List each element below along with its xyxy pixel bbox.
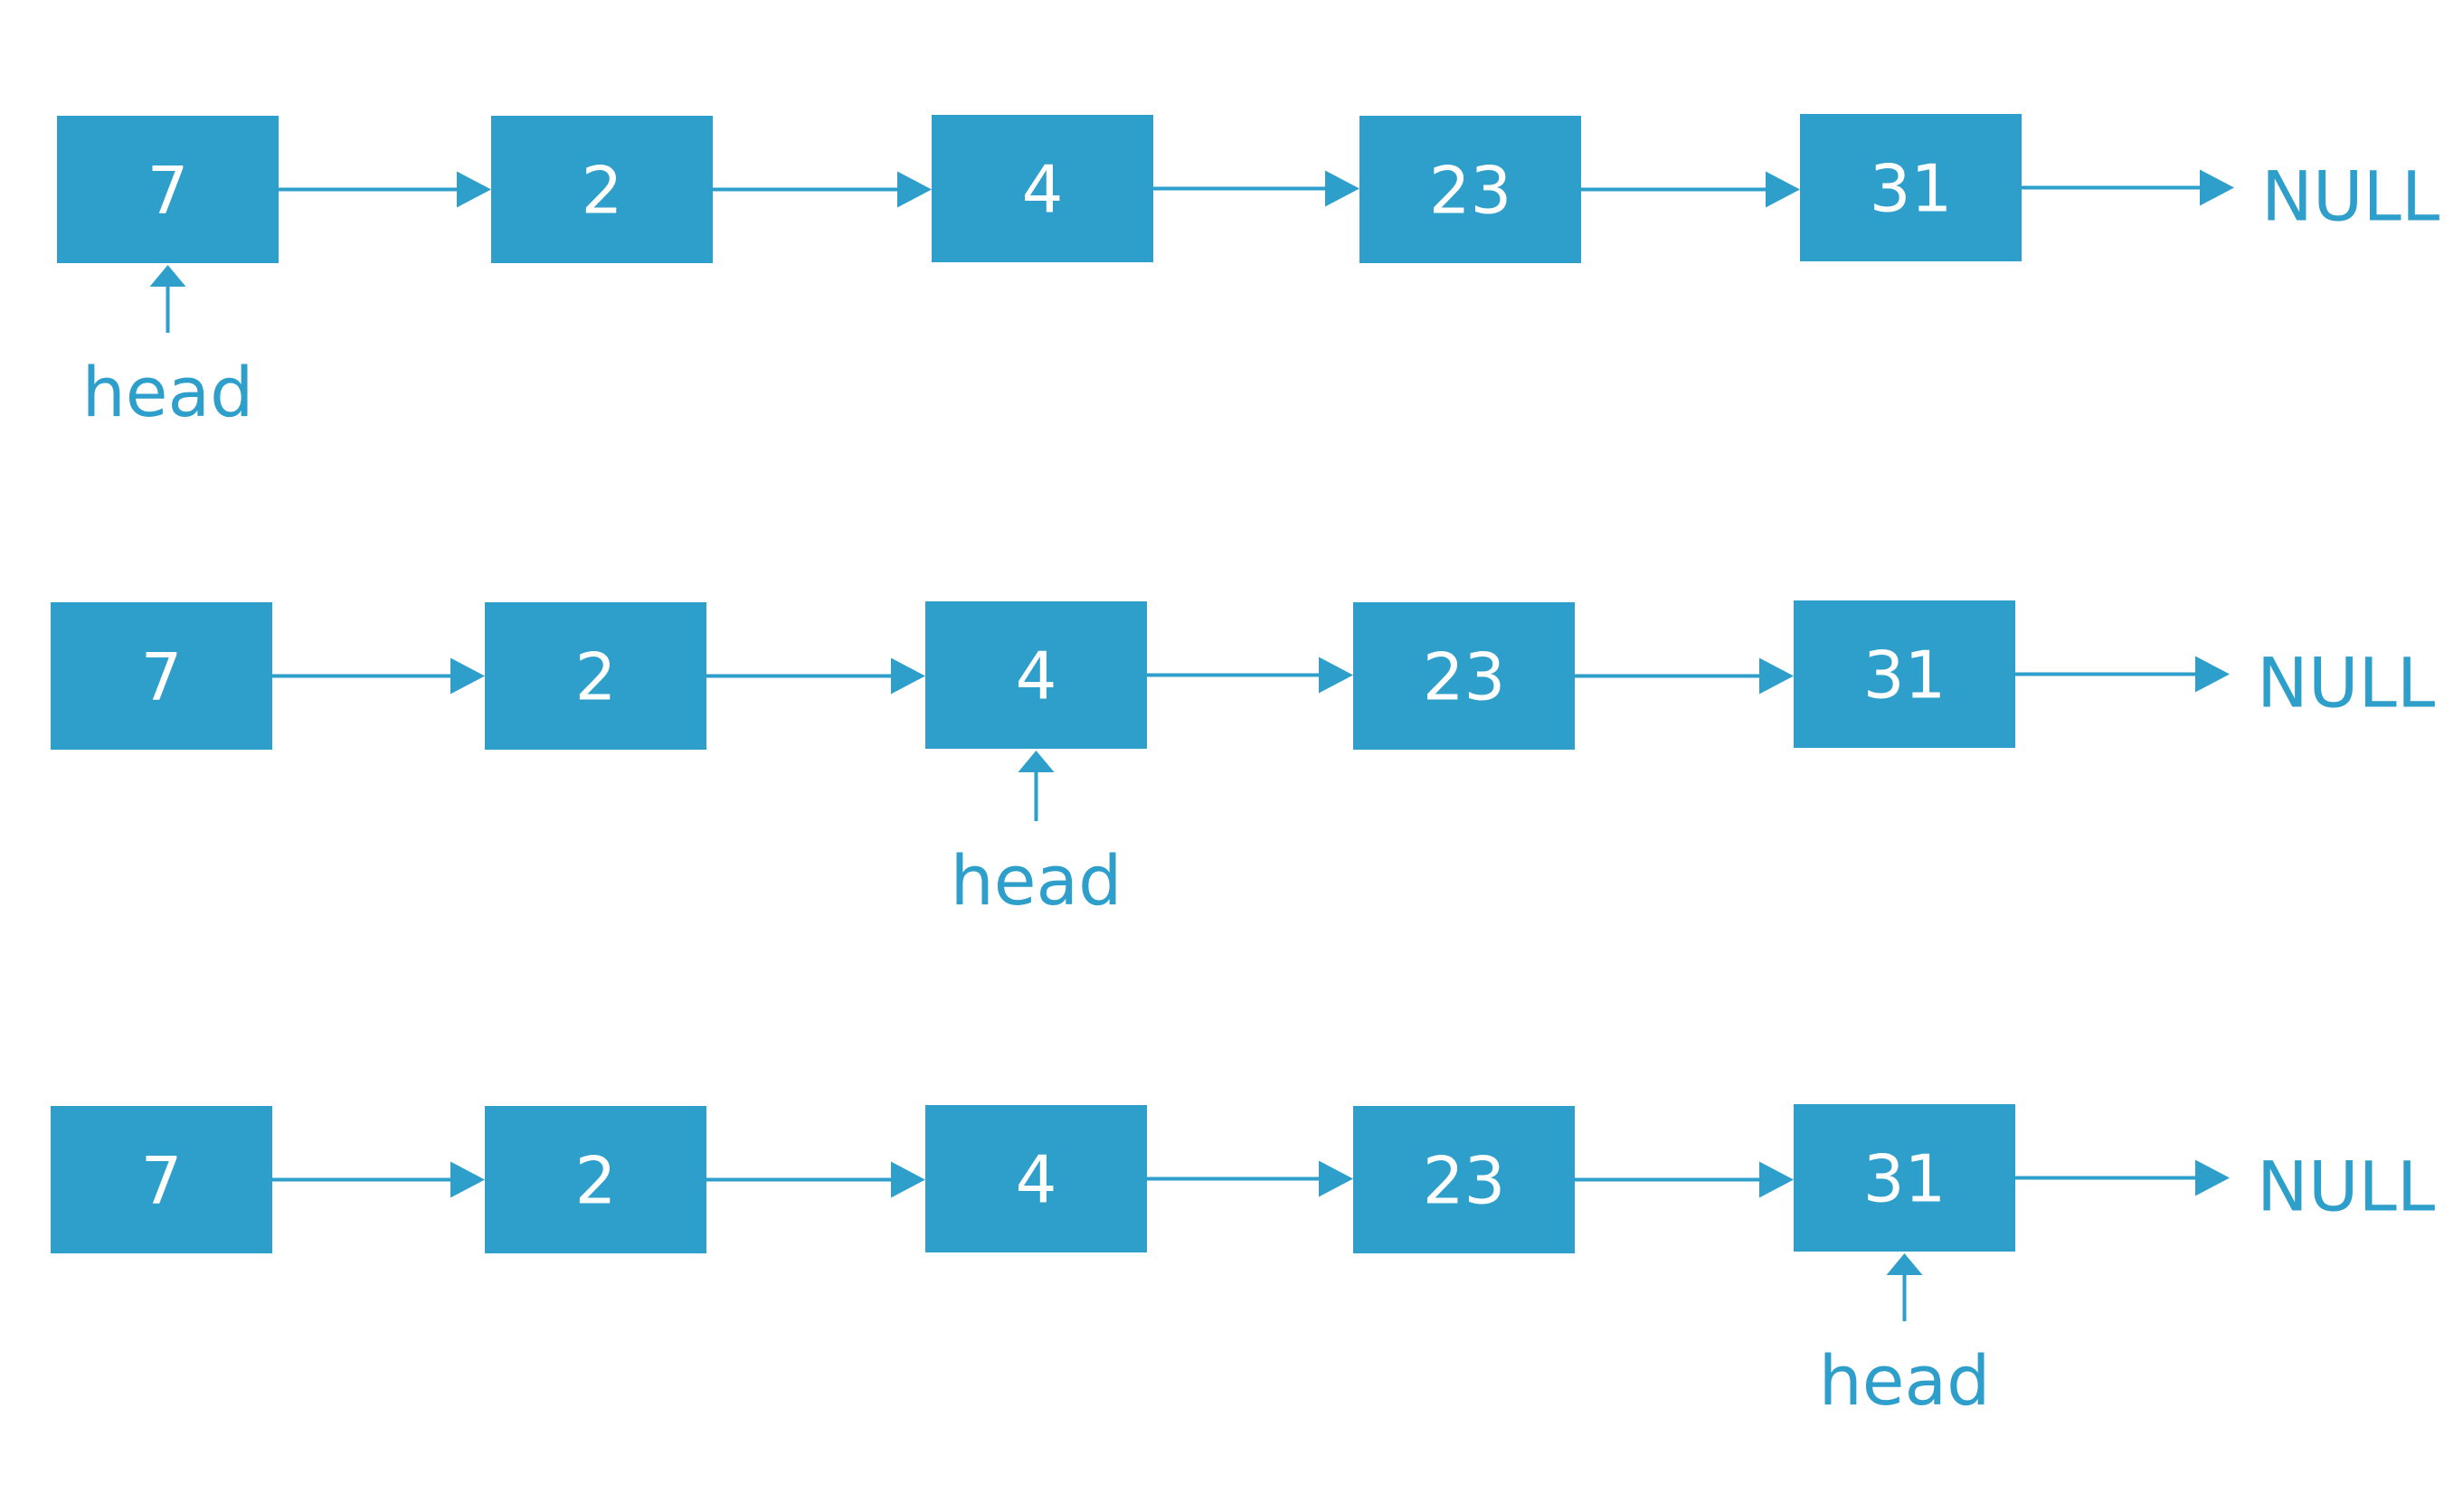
null-terminator: NULL bbox=[2261, 156, 2439, 237]
list-node: 7 bbox=[51, 602, 272, 750]
node-value: 31 bbox=[1870, 151, 1953, 227]
list-node: 23 bbox=[1353, 602, 1575, 750]
node-box bbox=[1353, 1106, 1575, 1253]
list-node: 4 bbox=[925, 1105, 1147, 1252]
next-pointer-arrow bbox=[1147, 657, 1353, 694]
next-pointer-arrow bbox=[279, 171, 491, 208]
node-value: 2 bbox=[575, 639, 617, 715]
next-pointer-arrow bbox=[1153, 170, 1359, 207]
list-node: 31 bbox=[1794, 600, 2015, 748]
node-box bbox=[485, 1106, 706, 1253]
linked-list-row: 7 2 4 23 31 NULL head bbox=[57, 114, 2439, 432]
null-terminator: NULL bbox=[2257, 1147, 2435, 1227]
linked-list-row: 7 2 4 23 31 NULL head bbox=[51, 600, 2435, 921]
node-value: 7 bbox=[147, 153, 189, 229]
node-value: 31 bbox=[1863, 1141, 1947, 1217]
node-box bbox=[491, 116, 713, 263]
node-box bbox=[57, 116, 279, 263]
null-terminator: NULL bbox=[2257, 643, 2435, 723]
next-pointer-arrow bbox=[272, 1161, 485, 1198]
list-node: 4 bbox=[925, 601, 1147, 749]
node-value: 7 bbox=[141, 639, 183, 715]
list-node: 7 bbox=[57, 116, 279, 263]
list-node: 23 bbox=[1353, 1106, 1575, 1253]
node-box bbox=[1794, 1104, 2015, 1252]
head-pointer-arrow bbox=[1018, 751, 1055, 821]
node-value: 23 bbox=[1423, 639, 1506, 715]
node-box bbox=[51, 602, 272, 750]
next-pointer-arrow bbox=[272, 657, 485, 695]
node-box bbox=[485, 602, 706, 750]
list-node: 31 bbox=[1794, 1104, 2015, 1252]
node-box bbox=[925, 601, 1147, 749]
list-node: 31 bbox=[1800, 114, 2022, 261]
list-node: 23 bbox=[1359, 116, 1581, 263]
node-value: 7 bbox=[141, 1143, 183, 1219]
next-pointer-arrow bbox=[1575, 1161, 1794, 1198]
next-pointer-arrow bbox=[706, 657, 925, 695]
list-node: 4 bbox=[932, 115, 1153, 262]
node-value: 2 bbox=[575, 1143, 617, 1219]
next-pointer-arrow bbox=[713, 171, 932, 208]
node-box bbox=[1794, 600, 2015, 748]
node-box bbox=[51, 1106, 272, 1253]
node-box bbox=[1800, 114, 2022, 261]
head-pointer-arrow bbox=[1886, 1253, 1923, 1321]
next-pointer-arrow bbox=[1147, 1160, 1353, 1197]
node-box bbox=[932, 115, 1153, 262]
node-box bbox=[1359, 116, 1581, 263]
next-pointer-arrow bbox=[706, 1161, 925, 1198]
node-value: 4 bbox=[1022, 152, 1064, 228]
head-pointer-arrow bbox=[149, 265, 186, 333]
node-value: 23 bbox=[1429, 153, 1512, 229]
node-value: 2 bbox=[582, 153, 623, 229]
head-label: head bbox=[951, 840, 1123, 921]
head-label: head bbox=[82, 352, 254, 432]
linked-list-row: 7 2 4 23 31 NULL head bbox=[51, 1104, 2435, 1421]
list-node: 2 bbox=[491, 116, 713, 263]
node-value: 4 bbox=[1016, 1142, 1057, 1218]
next-pointer-arrow bbox=[2015, 1159, 2230, 1196]
list-node: 2 bbox=[485, 602, 706, 750]
next-pointer-arrow bbox=[2022, 169, 2234, 206]
node-box bbox=[925, 1105, 1147, 1252]
list-node: 7 bbox=[51, 1106, 272, 1253]
head-label: head bbox=[1819, 1340, 1991, 1421]
next-pointer-arrow bbox=[1581, 171, 1800, 208]
node-value: 23 bbox=[1423, 1143, 1506, 1219]
node-box bbox=[1353, 602, 1575, 750]
next-pointer-arrow bbox=[2015, 656, 2230, 693]
node-value: 4 bbox=[1016, 638, 1057, 714]
next-pointer-arrow bbox=[1575, 657, 1794, 695]
list-node: 2 bbox=[485, 1106, 706, 1253]
node-value: 31 bbox=[1863, 638, 1947, 713]
